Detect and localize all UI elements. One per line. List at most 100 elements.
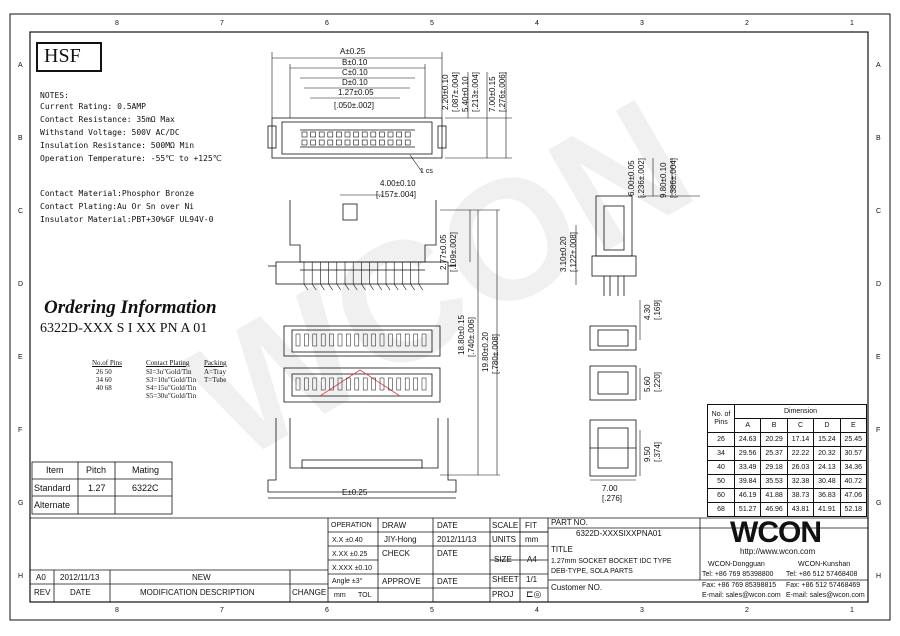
pin-contact bbox=[327, 131, 334, 138]
border-marker: 4 bbox=[535, 20, 539, 27]
border-marker: F bbox=[876, 427, 881, 434]
pin-slot bbox=[413, 377, 418, 391]
pin-slot bbox=[362, 377, 368, 391]
pin-contact bbox=[353, 131, 359, 138]
company-left-line: Fax: +86 769 85398815 bbox=[702, 582, 777, 589]
pin-lead bbox=[344, 262, 350, 291]
side-view bbox=[589, 195, 637, 477]
pin-slot bbox=[312, 377, 318, 391]
border-marker: 6 bbox=[325, 607, 329, 614]
tb-unit: mm bbox=[334, 592, 346, 599]
border-marker: 3 bbox=[640, 607, 644, 614]
border-marker: H bbox=[18, 573, 24, 580]
projection-icon: ⊏◎ bbox=[526, 589, 542, 599]
dim-table-cell: 20.29 bbox=[760, 432, 788, 447]
tb-approve: APPROVE bbox=[382, 577, 421, 586]
dim-label: [.276] bbox=[602, 494, 623, 503]
pin-slot bbox=[404, 377, 410, 391]
border-marker: F bbox=[18, 427, 23, 434]
rev-a0-date: 2012/11/13 bbox=[60, 573, 100, 582]
pin-contact bbox=[396, 131, 402, 138]
pin-contact bbox=[344, 131, 351, 138]
border-marker: B bbox=[18, 135, 23, 142]
side-view-dim-lines bbox=[575, 158, 700, 481]
company-right-line: Tel: +86 512 57468408 bbox=[786, 571, 858, 578]
company-right-line: WCON-Kunshan bbox=[798, 561, 851, 568]
tb-size-val: A4 bbox=[527, 555, 537, 564]
pin-slot bbox=[312, 333, 318, 347]
tb-check: CHECK bbox=[382, 549, 411, 558]
tb-date-label: DATE bbox=[437, 549, 458, 558]
dim-label: 4.30 bbox=[643, 304, 652, 320]
outer-frame bbox=[9, 13, 891, 621]
pin-contact bbox=[336, 139, 342, 146]
pin-lead bbox=[336, 262, 342, 291]
top-view-pins bbox=[301, 131, 411, 146]
material-line: Insulator Material:PBT+30%GF UL94V-0 bbox=[40, 215, 214, 224]
rev-header: CHANGE bbox=[292, 588, 327, 597]
pin-contact bbox=[387, 131, 394, 138]
dim-table-cell: 40.72 bbox=[839, 474, 868, 489]
pin-slot bbox=[421, 333, 427, 347]
tb-proj: PROJ bbox=[492, 590, 514, 599]
dim-label: [.050±.002] bbox=[334, 101, 374, 110]
border-marker: C bbox=[876, 208, 882, 215]
end-view-lower bbox=[267, 418, 457, 499]
dim-table-cell: 29.56 bbox=[733, 446, 762, 461]
border-marker: H bbox=[876, 573, 882, 580]
dim-label: 9.50 bbox=[643, 446, 652, 462]
dim-label: 19.80±0.20 bbox=[481, 332, 490, 372]
pin-slot bbox=[354, 333, 360, 347]
tb-tol-label: TOL bbox=[358, 592, 372, 599]
pin-slot bbox=[304, 333, 309, 347]
dim-label: 7.00±0.15 bbox=[488, 76, 497, 112]
dim-table-col-header: B bbox=[760, 418, 788, 433]
dim-label: [.236±.002] bbox=[637, 158, 646, 198]
pin-contact bbox=[344, 139, 351, 146]
dim-label: [.740±.006] bbox=[467, 317, 476, 357]
dim-table-cell: 26.03 bbox=[786, 460, 815, 475]
tb-draw: DRAW bbox=[382, 521, 407, 530]
dim-table-cell: 68 bbox=[707, 502, 735, 517]
note-line: Insulation Resistance: 500MΩ Min bbox=[40, 141, 195, 150]
dim-table-cell: 26 bbox=[707, 432, 735, 447]
front-view-dim-lines bbox=[340, 194, 500, 476]
dim-table-cell: 29.18 bbox=[760, 460, 788, 475]
pin-slot bbox=[295, 333, 301, 347]
pin-slot bbox=[362, 333, 368, 347]
note-line: Current Rating: 0.5AMP bbox=[40, 102, 146, 111]
pin-slot bbox=[379, 333, 385, 347]
pin-slot bbox=[396, 333, 402, 347]
pin-contact bbox=[301, 139, 308, 146]
pin-contact bbox=[370, 131, 377, 138]
order-col1-item: 26 50 bbox=[96, 368, 112, 376]
watermark-text: WCON bbox=[160, 63, 721, 497]
pin-slot bbox=[421, 377, 427, 391]
pin-lead bbox=[352, 262, 358, 291]
pin-slot bbox=[388, 333, 393, 347]
pin-slot bbox=[379, 377, 385, 391]
note-line: Operation Temperature: -55℃ to +125℃ bbox=[40, 154, 222, 163]
pin-contact bbox=[318, 131, 325, 138]
pin-lead bbox=[418, 262, 424, 291]
pin-slot bbox=[396, 377, 402, 391]
pitch-cell: Standard bbox=[34, 483, 71, 493]
order-col2-title: Contact Plating bbox=[146, 359, 190, 367]
pin-contact bbox=[336, 131, 342, 138]
dim-label: 5.40±0.10 bbox=[461, 76, 470, 112]
dim-label: E±0.25 bbox=[342, 488, 368, 497]
pin-lead bbox=[410, 262, 415, 291]
pin-lead bbox=[369, 262, 374, 291]
tb-sheet-val: 1/1 bbox=[526, 575, 538, 584]
pin-contact bbox=[370, 139, 377, 146]
order-col2-item: S3=10u"Gold/Tin bbox=[146, 376, 197, 384]
pin-contact bbox=[379, 131, 385, 138]
dim-table-cell: 50 bbox=[707, 474, 735, 489]
border-marker: 8 bbox=[115, 20, 119, 27]
dim-table-corner-top: No. of bbox=[711, 410, 731, 418]
